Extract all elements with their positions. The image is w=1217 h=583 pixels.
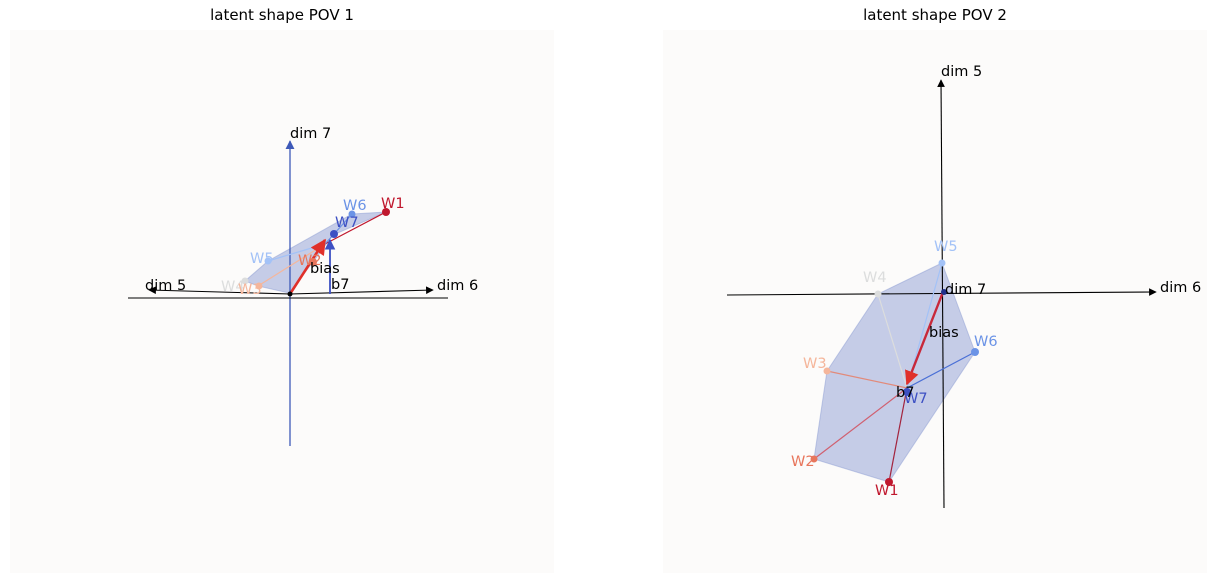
- panel-1-w7-point: [330, 230, 338, 238]
- panel-1-w6-point: [348, 210, 356, 218]
- panel-2-w6-point: [971, 348, 979, 356]
- panel-1-dim5-label: dim 5: [145, 278, 186, 294]
- panel-1-b7-label: b7: [331, 277, 349, 293]
- panel-2-bias-arrow: [905, 291, 945, 386]
- panel-2-w2-point: [810, 455, 818, 463]
- panel-1-bias-arrow: [288, 238, 327, 295]
- panel-2-dim7-label: dim 7: [945, 282, 986, 298]
- panel-1-w3-point: [255, 282, 263, 290]
- panel-1-w4-point: [241, 277, 249, 285]
- panel-2-w3-label: W3: [803, 356, 827, 372]
- panel-1-dim7-label: dim 7: [290, 126, 331, 142]
- panel-2-dim5-label: dim 5: [941, 64, 982, 80]
- panel-1-w4-label: W4: [221, 279, 245, 295]
- panel-1-w3-label: W3: [238, 282, 262, 298]
- panel-1-dim6-label: dim 6: [437, 278, 478, 294]
- panel-2-w5-point: [938, 259, 946, 267]
- panel-1-w1-point: [382, 208, 390, 216]
- panel-2-w2-label: W2: [791, 454, 815, 470]
- panel-2-w7-label: W7: [904, 391, 928, 407]
- panel-1-w7-label: W7: [335, 215, 359, 231]
- panel-2-dim6-label: dim 6: [1160, 280, 1201, 296]
- panel-1-w5-label: W5: [250, 251, 274, 267]
- panel-1-w2-point: [309, 258, 317, 266]
- panel-2-w6-label: W6: [974, 334, 998, 350]
- panel-2-b7-label: b7: [896, 385, 914, 401]
- panel-2-w4-point: [874, 290, 882, 298]
- panel-2-w1-line: [888, 387, 908, 483]
- panel-2-bias-label: bias: [929, 325, 959, 341]
- panel-2-w1-label: W1: [875, 483, 899, 499]
- panel-2: dim 5 dim 6 dim 7 W5 W4 W6 W3 W7 W2 W1 b…: [663, 30, 1207, 573]
- panel-2-w4-line: [877, 293, 908, 389]
- panel-1-dim5-axis: [148, 286, 291, 295]
- panel-2-w1-point: [885, 478, 893, 486]
- panel-1-w6-label: W6: [343, 198, 367, 214]
- panel-1-w1-line: [324, 211, 387, 245]
- panel-2-w5-label: W5: [934, 239, 958, 255]
- panel-2-w2-line: [813, 387, 908, 460]
- panel-1-origin: [287, 291, 293, 297]
- panel-2-w3-point: [823, 367, 831, 375]
- panel-1-w2-label: W2: [298, 253, 322, 269]
- panel-1-background: [10, 30, 554, 573]
- panel-2-w3-line: [826, 370, 908, 389]
- panel-1-w1-label: W1: [381, 196, 405, 212]
- panel-2-origin: [941, 289, 947, 295]
- panel-2-w7-point: [903, 388, 911, 396]
- panel-1-title: latent shape POV 1: [210, 6, 354, 24]
- panel-1-dim6-axis: [289, 286, 434, 295]
- panel-2-w4-label: W4: [863, 270, 887, 286]
- panel-2-title: latent shape POV 2: [863, 6, 1007, 24]
- panel-1: dim 7 dim 5 dim 6 W1 W6 W7 W5 W4 W3 W2 b…: [10, 30, 554, 573]
- panel-1-bias-label: bias: [310, 261, 340, 277]
- panel-1-w5-point: [264, 257, 272, 265]
